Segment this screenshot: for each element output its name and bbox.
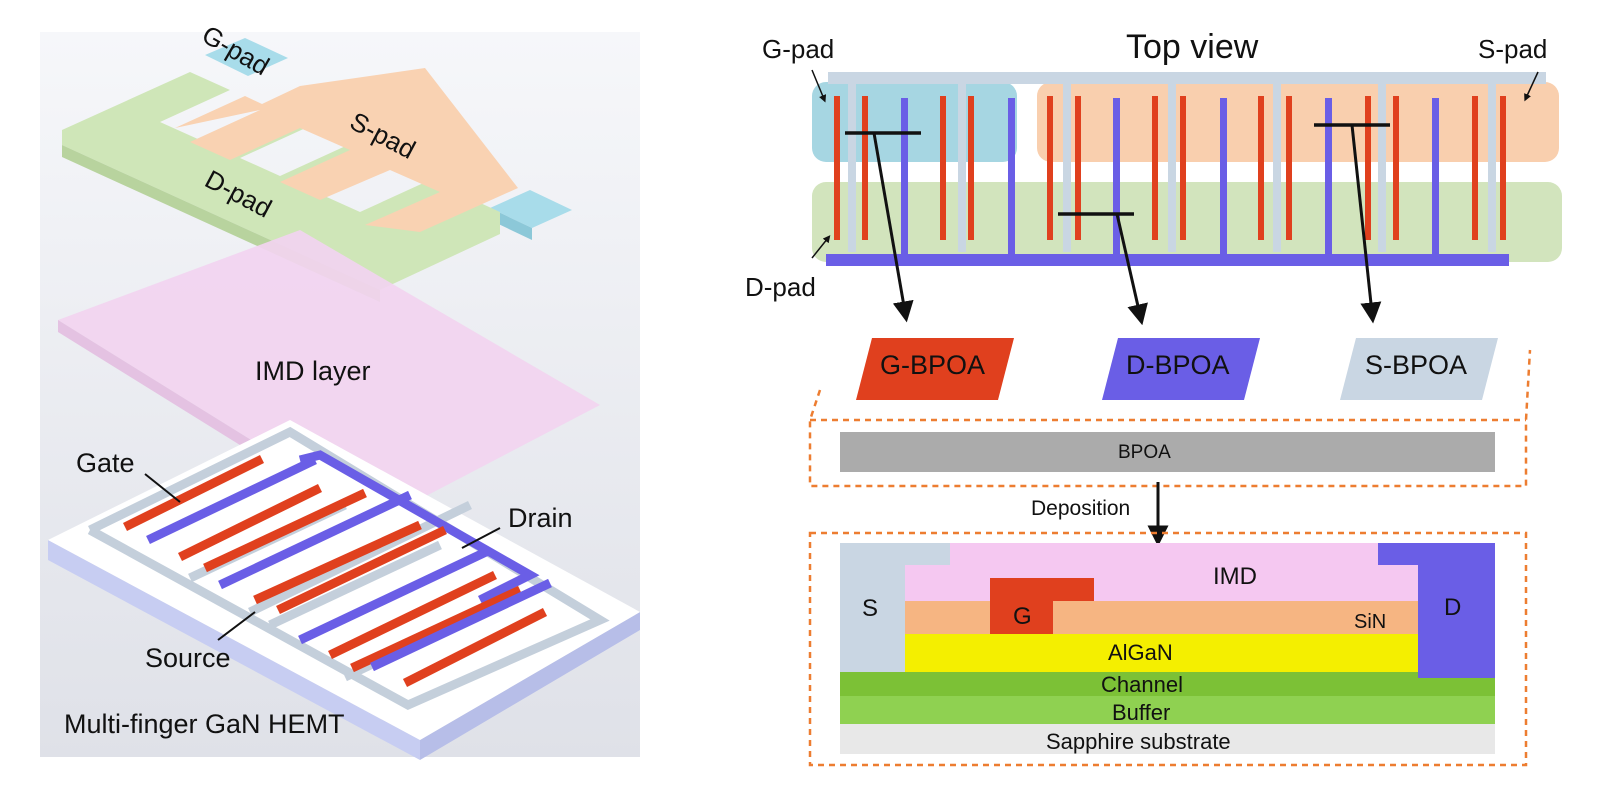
top-view-s-pad-label: S-pad: [1478, 34, 1547, 64]
gate-finger: [203, 488, 367, 573]
cross-algan-label: AlGaN: [1108, 640, 1173, 665]
algan-layer: [905, 634, 1420, 672]
s-bpoa-label: S-BPOA: [1365, 350, 1467, 380]
gate-contact: [990, 578, 1094, 634]
bpoa-layer-label: BPOA: [1118, 442, 1171, 463]
drain-finger: [146, 455, 317, 545]
top-view-g-pad-label: G-pad: [762, 34, 834, 64]
gate-finger: [328, 570, 497, 660]
d-bpoa-label: D-BPOA: [1126, 350, 1230, 380]
exploded-view: G-pad S-pad D-pad IMD layer Gate Drain S…: [40, 19, 640, 760]
source-label: Source: [145, 643, 231, 673]
top-view-d-pad: [812, 182, 1562, 262]
cross-section-dashed-outline: [808, 531, 1528, 767]
s-pad-pointer: [1524, 71, 1539, 102]
top-view-drain-fingers: [901, 98, 1439, 258]
gate-leader-line: [144, 473, 181, 503]
g-section-arrow: [872, 132, 914, 323]
imd-layer-cross: [905, 543, 1418, 601]
cross-channel-label: Channel: [1101, 672, 1183, 697]
top-view: Top view G-pad S-pad D-pad: [745, 28, 1562, 326]
g-pad-pointer: [811, 69, 827, 103]
cross-g-label: G: [1013, 603, 1032, 630]
channel-layer: [840, 672, 1495, 696]
g-pad-block-top: [205, 38, 288, 76]
bpoa-layer-bar: [840, 432, 1495, 472]
left-caption: Multi-finger GaN HEMT: [64, 709, 345, 739]
d-pad-plate: [62, 72, 500, 290]
d-bpoa-shape: [1102, 338, 1260, 400]
source-leader-line: [217, 611, 256, 641]
gate-finger: [402, 607, 548, 688]
finger-group: [122, 454, 552, 688]
base-substrate-side-right: [420, 612, 640, 760]
gate-finger: [178, 483, 322, 562]
d-section-arrow: [1115, 213, 1148, 326]
gate-finger: [253, 520, 422, 605]
cross-d-label: D: [1444, 594, 1461, 621]
drain-label: Drain: [508, 503, 573, 533]
top-view-s-pad: [1037, 82, 1559, 162]
imd-layer-plate: [58, 230, 600, 520]
s-section-arrow: [1350, 124, 1382, 324]
cross-section: S D G IMD SiN AlGaN Channel Buffer Sapph…: [808, 531, 1528, 767]
cross-substrate-label: Sapphire substrate: [1046, 729, 1231, 754]
top-view-g-pad: [812, 82, 1017, 162]
drain-leader-line: [461, 527, 501, 549]
drain-contact: [1378, 543, 1495, 678]
drain-finger: [218, 490, 412, 590]
g-bpoa-shape: [856, 338, 1014, 400]
source-finger: [268, 540, 442, 630]
g-bpoa-label: G-BPOA: [880, 350, 985, 380]
d-pad-pointer: [811, 235, 831, 259]
base-substrate-side-left: [48, 540, 420, 760]
gate-finger: [122, 454, 265, 532]
bpoa-dashed-outline: [808, 349, 1532, 488]
gate-finger: [276, 525, 447, 615]
top-view-d-pad-label: D-pad: [745, 272, 816, 302]
top-view-source-bus: [828, 72, 1546, 84]
drain-finger: [370, 578, 552, 672]
buffer-layer: [840, 696, 1495, 724]
g-pad-block-right: [490, 190, 572, 228]
cross-sin-label: SiN: [1354, 611, 1386, 633]
s-bpoa-shape: [1340, 338, 1498, 400]
drain-finger: [298, 545, 492, 645]
cross-s-label: S: [862, 595, 878, 622]
cross-imd-label: IMD: [1213, 563, 1257, 590]
top-view-gate-fingers: [834, 96, 1506, 240]
bpoa-shapes: G-BPOA D-BPOA S-BPOA: [856, 338, 1498, 400]
cross-buffer-label: Buffer: [1112, 700, 1170, 725]
top-view-source-fingers: [848, 80, 1496, 252]
s-pad-plate: [175, 68, 518, 232]
substrate-layer: [840, 724, 1495, 754]
top-view-drain-bus: [826, 254, 1509, 266]
imd-layer-label: IMD layer: [255, 356, 371, 386]
sin-layer: [905, 601, 1420, 634]
bpoa-layer-box: BPOA: [808, 349, 1532, 488]
deposition-label: Deposition: [1031, 497, 1130, 520]
source-contact: [840, 543, 950, 672]
gate-label: Gate: [76, 448, 135, 478]
top-view-title: Top view: [1126, 28, 1259, 66]
g-pad-block-right-side: [490, 208, 532, 240]
gate-finger: [350, 585, 522, 673]
source-frame: [87, 426, 610, 711]
